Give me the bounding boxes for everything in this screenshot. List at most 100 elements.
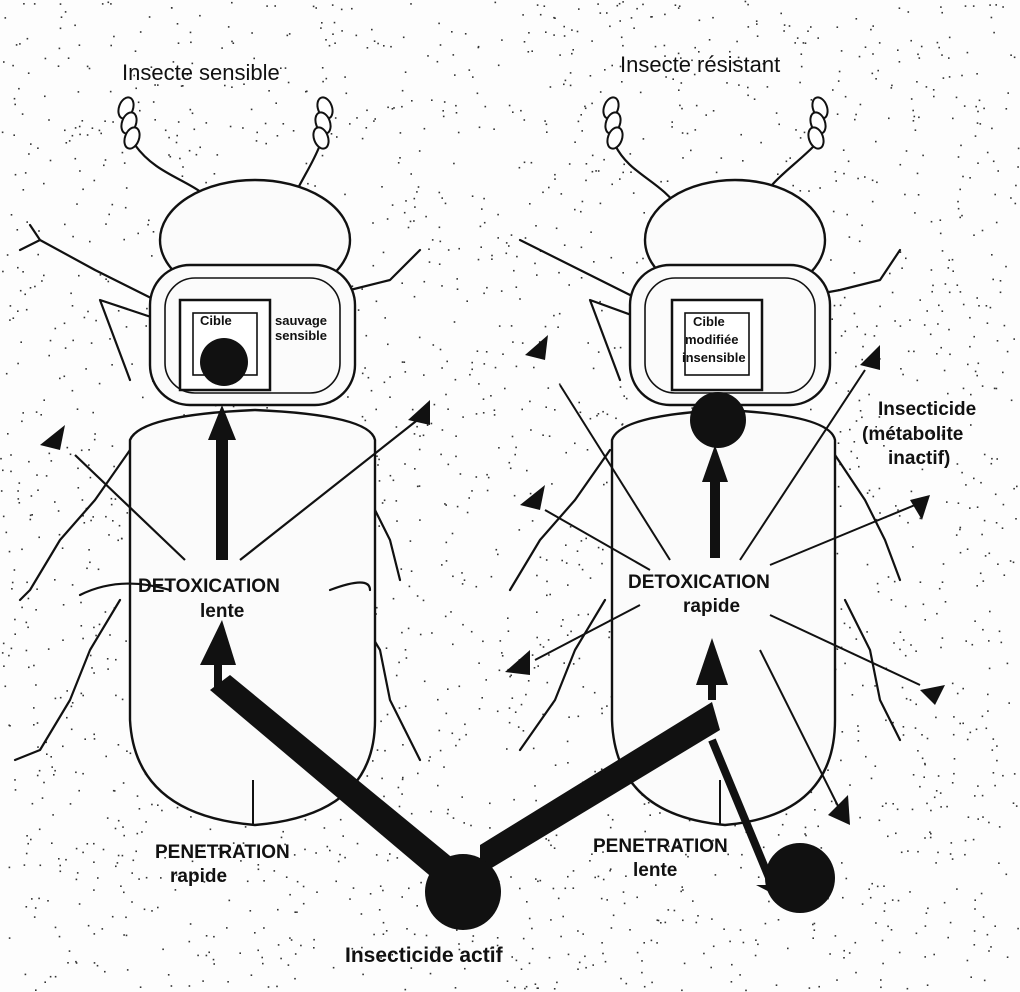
speckle-dot (478, 47, 480, 49)
speckle-dot (10, 305, 12, 307)
speckle-dot (392, 204, 394, 206)
speckle-dot (838, 486, 840, 488)
speckle-dot (838, 80, 840, 82)
speckle-dot (253, 58, 255, 60)
speckle-dot (39, 829, 41, 831)
speckle-dot (987, 322, 989, 324)
speckle-dot (470, 825, 472, 827)
speckle-dot (294, 978, 296, 980)
speckle-dot (1015, 203, 1017, 205)
speckle-dot (477, 350, 479, 352)
speckle-dot (356, 35, 358, 37)
speckle-dot (491, 576, 493, 578)
speckle-dot (256, 132, 258, 134)
speckle-dot (623, 164, 625, 166)
speckle-dot (99, 130, 101, 132)
speckle-dot (263, 927, 265, 929)
speckle-dot (418, 186, 420, 188)
speckle-dot (997, 563, 999, 565)
speckle-dot (341, 30, 343, 32)
speckle-dot (962, 688, 964, 690)
speckle-dot (362, 974, 364, 976)
speckle-dot (206, 955, 208, 957)
speckle-dot (45, 58, 47, 60)
speckle-dot (82, 499, 84, 501)
speckle-dot (93, 672, 95, 674)
speckle-dot (814, 923, 816, 925)
speckle-dot (998, 862, 1000, 864)
speckle-dot (598, 413, 600, 415)
speckle-dot (573, 887, 575, 889)
speckle-dot (206, 935, 208, 937)
speckle-dot (859, 817, 861, 819)
speckle-dot (402, 744, 404, 746)
speckle-dot (1006, 108, 1008, 110)
speckle-dot (441, 564, 443, 566)
speckle-dot (452, 644, 454, 646)
speckle-dot (875, 78, 877, 80)
speckle-dot (20, 290, 22, 292)
speckle-dot (51, 766, 53, 768)
speckle-dot (817, 37, 819, 39)
speckle-dot (315, 7, 317, 9)
speckle-dot (489, 827, 491, 829)
speckle-dot (917, 750, 919, 752)
speckle-dot (894, 581, 896, 583)
speckle-dot (957, 463, 959, 465)
speckle-dot (483, 198, 485, 200)
speckle-dot (543, 646, 545, 648)
speckle-dot (514, 987, 516, 989)
speckle-dot (564, 35, 566, 37)
speckle-dot (568, 284, 570, 286)
speckle-dot (424, 281, 426, 283)
speckle-dot (940, 647, 942, 649)
speckle-dot (71, 729, 73, 731)
speckle-dot (1014, 773, 1016, 775)
speckle-dot (553, 888, 555, 890)
speckle-dot (946, 806, 948, 808)
speckle-dot (145, 821, 147, 823)
speckle-dot (996, 745, 998, 747)
speckle-dot (79, 903, 81, 905)
speckle-dot (949, 354, 951, 356)
speckle-dot (986, 728, 988, 730)
speckle-dot (294, 854, 296, 856)
speckle-dot (142, 397, 144, 399)
speckle-dot (497, 711, 499, 713)
speckle-dot (582, 933, 584, 935)
speckle-dot (784, 24, 786, 26)
speckle-dot (979, 100, 981, 102)
speckle-dot (568, 716, 570, 718)
speckle-dot (590, 75, 592, 77)
speckle-dot (408, 227, 410, 229)
speckle-dot (548, 387, 550, 389)
speckle-dot (491, 258, 493, 260)
speckle-dot (997, 340, 999, 342)
speckle-dot (995, 4, 997, 6)
speckle-dot (92, 412, 94, 414)
speckle-dot (987, 934, 989, 936)
speckle-dot (856, 638, 858, 640)
speckle-dot (522, 342, 524, 344)
speckle-dot (122, 855, 124, 857)
speckle-dot (79, 126, 81, 128)
speckle-dot (974, 944, 976, 946)
speckle-dot (961, 215, 963, 217)
speckle-dot (973, 478, 975, 480)
speckle-dot (77, 468, 79, 470)
speckle-dot (5, 686, 7, 688)
speckle-dot (929, 831, 931, 833)
speckle-dot (410, 540, 412, 542)
speckle-dot (390, 475, 392, 477)
speckle-dot (487, 490, 489, 492)
speckle-dot (386, 647, 388, 649)
speckle-dot (464, 968, 466, 970)
speckle-dot (409, 586, 411, 588)
speckle-dot (87, 843, 89, 845)
speckle-dot (872, 25, 874, 27)
speckle-dot (496, 549, 498, 551)
speckle-dot (667, 180, 669, 182)
speckle-dot (529, 918, 531, 920)
speckle-dot (113, 36, 115, 38)
speckle-dot (556, 982, 558, 984)
